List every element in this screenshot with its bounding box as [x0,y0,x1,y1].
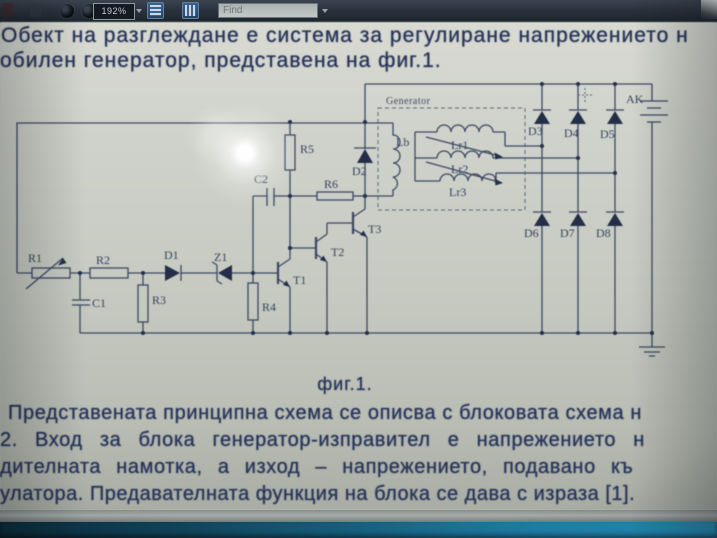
label-R1: R1 [28,251,42,265]
intro-text-line1: Обект на разглеждане е система за регули… [1,24,689,47]
paragraph-line2: 2. Вход за блока генератор-изправител е … [0,429,645,451]
find-input[interactable] [218,3,318,18]
zoom-out-icon[interactable] [60,4,74,18]
zoom-dropdown-icon[interactable] [136,9,142,13]
label-T3: T3 [368,222,381,236]
page-layout-icon[interactable] [147,2,164,19]
paragraph-line1: Представената принципна схема се описва … [8,402,643,424]
label-Lr3: Lr3 [449,185,466,199]
label-D5: D5 [600,127,615,141]
window-bottom-edge [0,510,717,522]
label-R3: R3 [152,293,166,307]
label-R4: R4 [262,300,276,314]
label-C2: C2 [254,172,268,186]
zoom-level-field[interactable]: 192% [93,3,135,20]
label-T1: T1 [293,273,306,287]
paragraph-line4: улатора. Предавателната функция на блока… [0,483,636,505]
fit-page-glyph [185,5,196,16]
label-D4: D4 [564,126,579,140]
circuit-wires [16,83,668,357]
label-C1: C1 [92,296,106,310]
label-D8: D8 [596,226,611,240]
label-D6: D6 [524,226,539,240]
label-T2: T2 [331,245,344,259]
unknown-icon[interactable] [2,3,13,17]
label-Lb: Lb [396,135,409,149]
find-dropdown-icon[interactable] [322,9,328,13]
fit-page-icon[interactable] [182,2,199,19]
label-R6: R6 [324,177,338,191]
os-taskbar[interactable] [0,522,717,538]
label-Lr1: Lr1 [451,138,468,152]
label-AK: AK [626,92,644,106]
label-Lr2: Lr2 [451,162,468,176]
pdf-toolbar: 192% [0,0,717,23]
label-D3: D3 [528,124,543,138]
label-generator: Generator [386,96,431,107]
label-D7: D7 [560,226,575,240]
unknown-icon[interactable] [30,3,41,17]
circuit-diagram-figure: R1 R2 C1 R3 D1 Z1 R4 T1 T2 T3 R5 C2 R6 D… [16,82,668,357]
label-D1: D1 [164,248,179,262]
figure-caption: фиг.1. [317,374,373,394]
label-Z1: Z1 [214,250,227,264]
screen-glare-corner [701,0,717,19]
page-layout-glyph [150,5,161,16]
paragraph-line3: дителната намотка, а изход – напрежениет… [0,456,634,478]
label-D2: D2 [352,164,367,178]
label-R5: R5 [300,142,314,156]
pdf-page: Обект на разглеждане е система за регули… [0,22,717,510]
label-R2: R2 [96,253,110,267]
